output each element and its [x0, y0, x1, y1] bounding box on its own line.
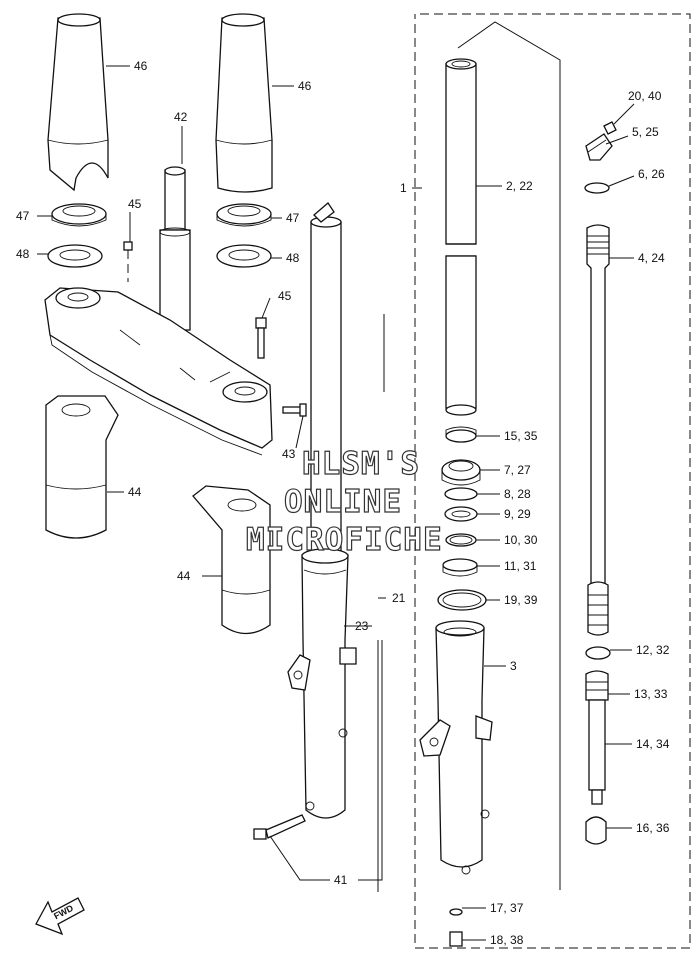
callout-1: 1	[400, 181, 407, 195]
fork-cover-upper-left	[47, 13, 109, 192]
callout-23: 23	[355, 619, 369, 633]
fwd-arrow-icon: FWD	[35, 897, 85, 936]
callout-15-35: 15, 35	[504, 429, 538, 443]
under-bracket	[44, 287, 273, 456]
callout-6-26: 6, 26	[638, 167, 665, 181]
outer-tube-3	[419, 620, 493, 875]
leader-lines	[37, 65, 635, 941]
callout-2-22: 2, 22	[506, 179, 533, 193]
bolt-41	[253, 814, 306, 840]
clip-9	[444, 506, 478, 522]
callout-14-34: 14, 34	[636, 737, 670, 751]
callout-8-28: 8, 28	[504, 487, 531, 501]
washer-8	[444, 487, 478, 501]
seal-47-right	[216, 203, 272, 227]
callout-10-30: 10, 30	[504, 533, 538, 547]
inner-assembly-boundary	[457, 21, 561, 890]
bolt-45-right	[255, 317, 267, 359]
washer-17	[449, 908, 463, 916]
callout-46-left: 46	[134, 59, 148, 73]
callout-17-37: 17, 37	[490, 901, 524, 915]
callout-42: 42	[174, 110, 188, 124]
air-valve-20	[603, 121, 617, 135]
callout-43: 43	[282, 447, 296, 461]
fork-inner-tube-left	[310, 202, 342, 553]
callout-9-29: 9, 29	[504, 507, 531, 521]
fork-cover-lower-right	[192, 485, 271, 635]
watermark: HLSM'S ONLINE MICROFICHE	[245, 445, 443, 558]
callout-5-25: 5, 25	[632, 125, 659, 139]
watermark-line-3: MICROFICHE	[246, 522, 443, 558]
callout-16-36: 16, 36	[636, 821, 670, 835]
callout-48-left: 48	[16, 247, 30, 261]
callout-11-31: 11, 31	[504, 559, 537, 573]
callout-21: 21	[392, 591, 406, 605]
callout-41: 41	[334, 873, 348, 887]
oil-lock-piece-16	[585, 816, 607, 845]
bolt-43	[282, 403, 307, 417]
callout-46-right: 46	[298, 79, 312, 93]
callout-44-left: 44	[128, 485, 142, 499]
callout-45-right: 45	[278, 289, 292, 303]
callout-12-32: 12, 32	[636, 643, 670, 657]
callout-18-38: 18, 38	[490, 933, 524, 947]
fork-outer-tube-left	[287, 548, 357, 819]
damper-rod-4	[586, 224, 610, 586]
watermark-line-1: HLSM'S	[302, 446, 420, 482]
callout-13-33: 13, 33	[634, 687, 668, 701]
o-ring-6	[584, 182, 610, 194]
callout-4-24: 4, 24	[638, 251, 665, 265]
cylinder-14	[588, 699, 606, 805]
callout-45-left: 45	[128, 197, 142, 211]
spring-lower	[587, 581, 609, 636]
watermark-line-2: ONLINE	[284, 484, 402, 520]
callout-7-27: 7, 27	[504, 463, 531, 477]
washer-48-right	[216, 244, 272, 268]
callout-20-40: 20, 40	[628, 89, 662, 103]
cap-bolt-5	[585, 133, 613, 161]
callout-47-left: 47	[16, 209, 30, 223]
circlip-10	[445, 533, 477, 547]
oil-seal-7	[441, 459, 481, 486]
inner-tube-2	[445, 58, 477, 416]
fork-cover-upper-right	[215, 13, 273, 193]
callout-44-right: 44	[177, 569, 191, 583]
washer-48-left	[47, 244, 103, 268]
bolt-45-left	[123, 241, 133, 282]
steering-stem	[154, 166, 196, 354]
assembly-boundary	[414, 13, 691, 949]
bushing-11	[442, 558, 478, 577]
callout-48-right: 48	[286, 251, 300, 265]
ring-12	[585, 646, 611, 660]
callout-19-39: 19, 39	[504, 593, 538, 607]
callout-47-right: 47	[286, 211, 300, 225]
spring-13	[585, 670, 609, 701]
callout-labels: 46 46 42 47 45 47 48 48 45 43 44 44 21 2…	[16, 59, 670, 947]
bolt-18	[449, 931, 463, 947]
o-ring-19	[437, 589, 487, 611]
fork-cover-lower-left	[45, 395, 119, 539]
callout-3: 3	[510, 659, 517, 673]
slide-bushing-15	[445, 426, 477, 443]
seal-47-left	[51, 203, 107, 227]
